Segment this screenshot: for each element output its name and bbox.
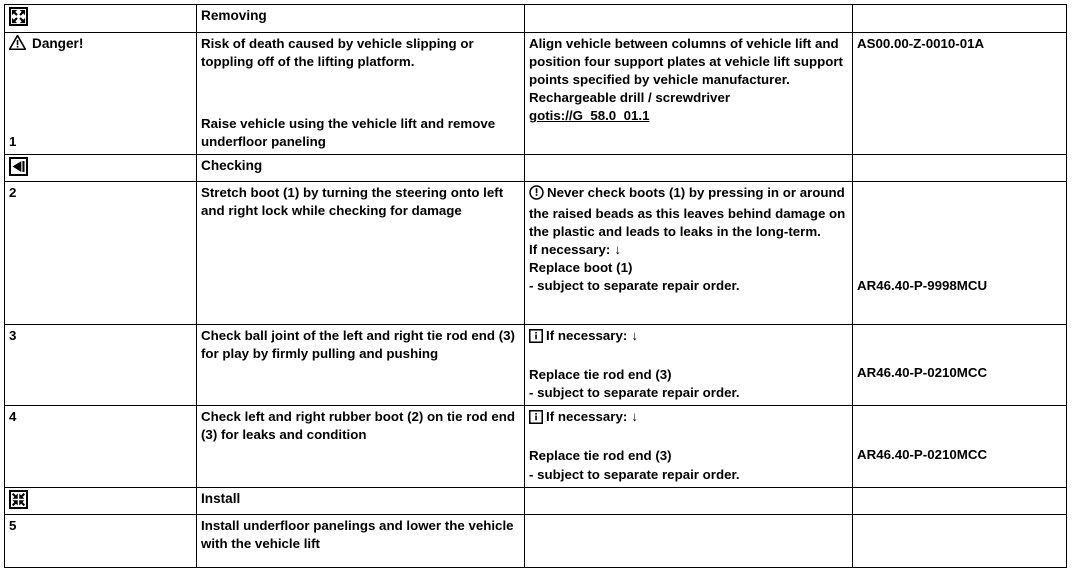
down-arrow-icon: ↓ [631,409,638,425]
reference-id: AR46.40-P-9998MCU [857,277,988,293]
cell-step-4-note: If necessary:↓ Replace tie rod end (3) -… [524,405,853,488]
reference-id: AS00.00-Z-0010-01A [857,36,985,51]
section-title-install: Install [201,490,241,506]
reference-id: AR46.40-P-0210MCC [857,446,988,462]
cell-checking-icon [4,154,197,182]
spacer [529,429,848,447]
step-number: 3 [9,328,17,343]
work-steps-table: Removing [4,4,1067,568]
cell-step-3-number: 3 [4,323,197,407]
replace-text: Replace tie rod end (3) [529,367,672,383]
task-text: Check ball joint of the left and right t… [201,328,515,362]
four-arrows-inward-icon [9,489,28,509]
table-row-checking-header: Checking [4,154,1067,182]
cell-install-icon [4,486,197,515]
table-row-step-2: 2 Stretch boot (1) by turning the steeri… [4,181,1067,325]
if-necessary-line: If necessary:↓ [529,241,848,259]
cell-checking-note [524,154,853,182]
if-necessary-label: If necessary: [546,409,628,425]
cell-checking-title: Checking [196,154,525,182]
warning-triangle-icon [8,33,27,55]
cell-step-4-task: Check left and right rubber boot (2) on … [196,405,525,488]
reference-id: AR46.40-P-0210MCC [857,365,988,381]
boxed-info-i-icon [528,410,544,429]
cell-step-2-ref: AR46.40-P-9998MCU [852,181,1067,325]
cell-step-3-task: Check ball joint of the left and right t… [196,323,525,407]
cell-step-5-task: Install underfloor panelings and lower t… [196,513,525,568]
cell-step-3-ref: AR46.40-P-0210MCC [852,323,1067,407]
cell-removing-title: Removing [196,4,525,33]
task-action-text: Raise vehicle using the vehicle lift and… [201,115,496,149]
caution-text: Never check boots (1) by pressing in or … [529,185,846,240]
gotis-link[interactable]: gotis://G_58.0_01.1 [529,108,650,124]
down-arrow-icon: ↓ [631,328,638,343]
cell-step-5-number: 5 [4,513,197,568]
table-row-install-header: Install [4,486,1067,515]
boxed-info-i-icon [528,328,544,348]
cell-step-2-number: 2 [4,181,197,325]
step-number: 2 [9,185,17,200]
cell-step-1-label: Danger! 1 [4,32,197,155]
table-row-step-4: 4 Check left and right rubber boot (2) o… [4,405,1067,488]
subject-text: - subject to separate repair order. [529,278,740,294]
cell-install-title: Install [196,486,525,515]
cell-step-4-ref: AR46.40-P-0210MCC [852,405,1067,488]
cell-step-1-note: Align vehicle between columns of vehicle… [524,32,853,155]
step-number: 4 [9,409,17,425]
cell-step-2-note: Never check boots (1) by pressing in or … [524,181,853,325]
caution-note: Never check boots (1) by pressing in or … [529,184,848,241]
spacer [529,348,848,366]
cell-install-ref [852,486,1067,515]
table-row-step-5: 5 Install underfloor panelings and lower… [4,513,1067,568]
cell-install-note [524,486,853,515]
if-necessary-line: If necessary:↓ [528,327,848,348]
cell-removing-note [524,4,853,33]
table-row-removing-header: Removing [4,4,1067,33]
cell-step-4-number: 4 [4,405,197,488]
cell-step-2-task: Stretch boot (1) by turning the steering… [196,181,525,325]
cell-step-1-ref: AS00.00-Z-0010-01A [852,32,1067,155]
if-necessary-label: If necessary: [546,328,628,343]
replace-text: Replace tie rod end (3) [529,448,672,464]
left-triangle-inspect-icon [9,157,28,176]
task-text: Install underfloor panelings and lower t… [201,517,514,551]
section-title-checking: Checking [201,158,263,173]
cell-step-5-ref [852,513,1067,568]
if-necessary-label: If necessary: [529,242,611,258]
table-row-step-3: 3 Check ball joint of the left and right… [4,323,1067,407]
replace-text: Replace boot (1) [529,260,633,276]
cell-step-1-task: Risk of death caused by vehicle slipping… [196,32,525,155]
four-arrows-outward-icon [9,7,28,26]
note-main-text: Align vehicle between columns of vehicle… [529,36,843,88]
if-necessary-line: If necessary:↓ [528,408,848,429]
danger-text: Danger! [32,36,84,51]
table-row-step-1: Danger! 1 Risk of death caused by vehicl… [4,32,1067,155]
cell-step-3-note: If necessary:↓ Replace tie rod end (3) -… [524,323,853,407]
step-number: 5 [9,517,17,533]
note-tool-text: Rechargeable drill / screwdriver [529,90,731,106]
section-title-removing: Removing [201,8,267,23]
danger-label: Danger! [8,33,192,55]
cell-removing-ref [852,4,1067,33]
subject-text: - subject to separate repair order. [529,385,740,401]
cell-step-5-note [524,513,853,568]
subject-text: - subject to separate repair order. [529,466,740,482]
step-number: 1 [9,133,17,149]
task-text: Stretch boot (1) by turning the steering… [201,185,504,219]
down-arrow-icon: ↓ [614,242,621,258]
cell-checking-ref [852,154,1067,182]
cell-removing-icon [4,4,197,33]
task-text: Check left and right rubber boot (2) on … [201,409,515,443]
task-warning-text: Risk of death caused by vehicle slipping… [201,36,474,70]
circled-exclamation-icon [529,185,544,205]
